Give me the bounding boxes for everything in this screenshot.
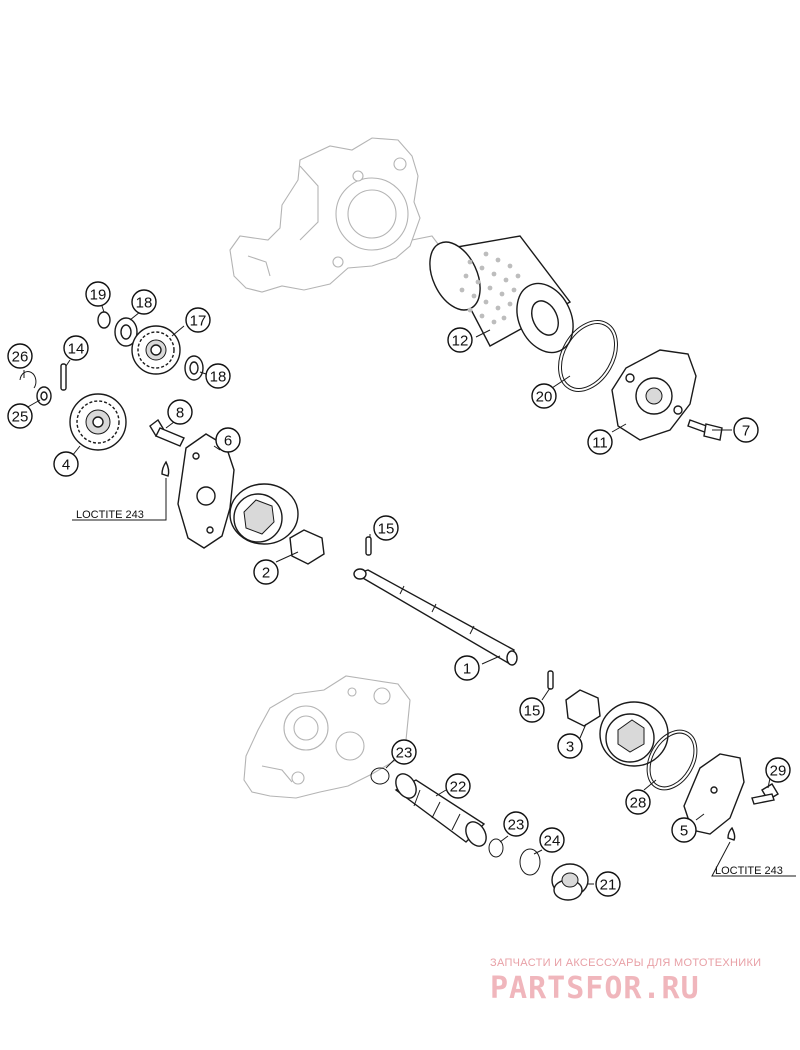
callout-label: 24	[544, 833, 561, 850]
callout-25: 25	[7, 403, 33, 429]
callout-8: 8	[167, 399, 193, 425]
callout-15-upper: 15	[373, 515, 399, 541]
callout-label: 22	[450, 779, 467, 796]
washer-25	[36, 386, 52, 406]
o-ring-23-lower	[488, 838, 504, 858]
callout-19: 19	[85, 281, 111, 307]
callout-label: 23	[396, 745, 413, 762]
callout-label: 18	[210, 369, 227, 386]
callout-5: 5	[671, 817, 697, 843]
callout-1: 1	[454, 655, 480, 681]
callout-label: 29	[770, 763, 787, 780]
watermark-brand: PARTSFOR.RU	[490, 971, 700, 1006]
callout-20: 20	[531, 383, 557, 409]
bolt-8	[149, 418, 185, 477]
pump-rotor-2	[229, 483, 325, 565]
callout-label: 8	[176, 405, 184, 422]
washer-18-upper	[114, 317, 138, 347]
loctite-left-text: LOCTITE 243	[76, 509, 144, 521]
watermark-subtitle: ЗАПЧАСТИ И АКСЕССУАРЫ ДЛЯ МОТОТЕХНИКИ	[490, 957, 761, 969]
callout-label: 19	[90, 287, 107, 304]
callout-label: 11	[592, 435, 608, 452]
callout-15-lower: 15	[519, 697, 545, 723]
callout-label: 15	[524, 703, 541, 720]
callout-label: 26	[12, 349, 29, 366]
bolt-7	[687, 419, 723, 441]
oil-screen-22	[394, 773, 487, 847]
callouts: 1 2 3 4 5 6 7 8 11 12 14 15 15 17 18 18 …	[7, 281, 791, 897]
o-ring-23-upper	[370, 767, 390, 785]
callout-label: 3	[566, 739, 574, 756]
pump-rotor-3	[565, 689, 669, 767]
callout-17: 17	[185, 307, 211, 333]
pin-14	[60, 363, 67, 391]
callout-14: 14	[63, 335, 89, 361]
gear-4	[69, 393, 127, 451]
loctite-right-text: LOCTITE 243	[715, 865, 783, 877]
callout-label: 21	[600, 877, 617, 894]
callout-24: 24	[539, 827, 565, 853]
callout-label: 18	[136, 295, 153, 312]
callout-22: 22	[445, 773, 471, 799]
callout-label: 17	[190, 313, 207, 330]
callout-12: 12	[447, 327, 473, 353]
callout-label: 5	[680, 823, 688, 840]
callout-label: 7	[742, 423, 750, 440]
drain-plug-21	[551, 863, 589, 901]
callout-26: 26	[7, 343, 33, 369]
callout-11: 11	[587, 429, 613, 455]
callout-label: 1	[463, 661, 471, 678]
o-ring-20	[558, 320, 618, 392]
loctite-note-right: LOCTITE 243	[711, 841, 796, 877]
callout-label: 15	[378, 521, 395, 538]
callout-23-lower: 23	[503, 811, 529, 837]
oil-filter-cartridge	[429, 235, 574, 354]
callout-label: 23	[508, 817, 525, 834]
callout-3: 3	[557, 733, 583, 759]
callout-18-lower: 18	[205, 363, 231, 389]
callout-29: 29	[765, 757, 791, 783]
circlip-26	[19, 371, 37, 389]
callout-label: 12	[452, 333, 469, 350]
callout-label: 28	[630, 795, 647, 812]
engine-housing-bottom	[243, 675, 411, 799]
callout-label: 25	[12, 409, 29, 426]
callout-18-upper: 18	[131, 289, 157, 315]
loctite-note-left: LOCTITE 243	[72, 478, 167, 521]
callout-28: 28	[625, 789, 651, 815]
o-ring-28	[646, 729, 698, 791]
watermark: ЗАПЧАСТИ И АКСЕССУАРЫ ДЛЯ МОТОТЕХНИКИ PA…	[490, 957, 761, 1006]
circlip-19	[97, 311, 111, 329]
engine-housing-top	[229, 137, 445, 293]
callout-4: 4	[53, 451, 79, 477]
callout-23-upper: 23	[391, 739, 417, 765]
callout-2: 2	[253, 559, 279, 585]
pump-cover-5	[683, 753, 745, 835]
callout-label: 6	[224, 433, 232, 450]
pin-15-upper	[365, 536, 372, 556]
callout-7: 7	[733, 417, 759, 443]
callout-21: 21	[595, 871, 621, 897]
washer-18-lower	[184, 355, 204, 381]
gear-17	[131, 325, 181, 375]
callout-label: 4	[62, 457, 70, 474]
pump-shaft-1	[353, 568, 518, 666]
oil-filter-cover	[611, 349, 697, 441]
callout-label: 2	[262, 565, 270, 582]
pin-15-lower	[547, 670, 554, 690]
callout-label: 20	[536, 389, 553, 406]
callout-6: 6	[215, 427, 241, 453]
callout-label: 14	[68, 341, 85, 358]
o-ring-24	[519, 848, 541, 876]
bolt-29	[727, 783, 779, 841]
